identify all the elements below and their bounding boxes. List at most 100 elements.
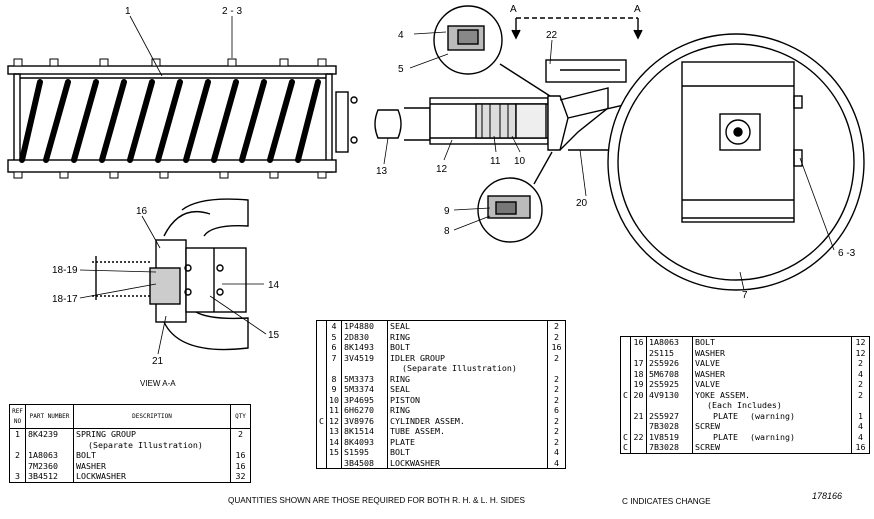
callout-4: 4	[398, 30, 404, 41]
change-cell	[316, 436, 327, 447]
detail-circle-ring	[477, 151, 553, 243]
qty-cell: 2	[554, 321, 559, 332]
ref-cell: 19	[630, 379, 647, 390]
change-cell	[316, 363, 327, 374]
qty-cell: 12	[855, 337, 866, 348]
change-cell	[620, 379, 631, 390]
part-cell: 5M6708	[646, 368, 693, 379]
change-cell	[620, 358, 631, 369]
change-cell	[620, 368, 631, 379]
qty-cell: 6	[554, 405, 559, 416]
leader-lines	[79, 15, 835, 355]
callout-13: 13	[376, 166, 388, 177]
qty-cell: 2	[554, 331, 559, 342]
part-cell: 4V9130	[646, 389, 693, 400]
ref-cell: 8	[326, 373, 342, 384]
part-cell: 3P4695	[341, 394, 388, 405]
callout-8: 8	[444, 226, 450, 237]
change-cell	[620, 336, 631, 348]
callout-20: 20	[576, 198, 588, 209]
part-cell: 2S5925	[646, 379, 693, 390]
table-row: (Each Includes)	[620, 400, 870, 411]
ref-cell: 17	[630, 358, 647, 369]
desc-cell: TUBE ASSEM.	[387, 426, 548, 437]
ref-cell: 2	[9, 450, 26, 461]
ref-cell: 21	[630, 410, 647, 421]
part-cell: 8K1514	[341, 426, 388, 437]
part-cell: 5M3374	[341, 384, 388, 395]
header-desc: DESCRIPTION	[73, 404, 231, 429]
ref-cell: 18	[630, 368, 647, 379]
ref-cell: 20	[630, 389, 647, 400]
part-cell	[25, 439, 74, 450]
desc-cell: SCREW	[692, 442, 852, 453]
change-cell	[620, 400, 631, 411]
quantities-note: QUANTITIES SHOWN ARE THOSE REQUIRED FOR …	[228, 496, 525, 505]
part-cell: 7M2360	[25, 460, 74, 471]
change-cell	[316, 331, 327, 342]
change-cell	[620, 347, 631, 358]
warning-note: (warning)	[749, 410, 795, 421]
part-cell: 1A8063	[646, 336, 693, 348]
desc-cell: RING	[387, 373, 548, 384]
change-cell	[316, 394, 327, 405]
ref-cell: 16	[630, 336, 647, 348]
desc-cell: IDLER GROUP	[387, 352, 548, 363]
callout-7: 7	[742, 290, 748, 301]
detail-circle-seal	[433, 5, 551, 97]
table-row: (Separate Illustration)	[9, 439, 251, 450]
desc-cell: (Separate Illustration)	[387, 363, 548, 374]
qty-cell: 2	[554, 426, 559, 437]
spring-group-drawing	[7, 58, 402, 179]
callout-2-3: 2 - 3	[222, 6, 242, 17]
qty-cell: 2	[554, 384, 559, 395]
qty-cell: 4	[858, 431, 863, 442]
part-cell: 8K4093	[341, 436, 388, 447]
callout-18-17: 18-17	[52, 294, 78, 305]
change-cell: C	[620, 442, 631, 453]
change-cell	[316, 342, 327, 353]
qty-cell: 2	[554, 352, 559, 363]
warning-note: (warning)	[749, 431, 795, 442]
part-cell: 5M3373	[341, 373, 388, 384]
change-cell	[316, 426, 327, 437]
qty-cell: 12	[855, 347, 866, 358]
ref-cell	[630, 400, 647, 411]
ref-cell	[630, 347, 647, 358]
callout-11: 11	[490, 156, 501, 167]
qty-cell	[548, 363, 566, 374]
ref-cell	[326, 363, 342, 374]
desc-cell: BOLT	[73, 450, 231, 461]
part-cell: 7B3028	[646, 421, 693, 432]
desc-cell: WASHER	[692, 368, 852, 379]
qty-cell: 16	[235, 460, 246, 471]
part-cell	[646, 400, 693, 411]
desc-cell: SEAL	[387, 320, 548, 332]
part-cell	[341, 363, 388, 374]
desc-cell: (Separate Illustration)	[73, 439, 231, 450]
qty-cell: 16	[855, 442, 866, 453]
desc-cell: RING	[387, 331, 548, 342]
callout-22: 22	[546, 30, 558, 41]
part-cell: 3B4508	[341, 457, 388, 469]
ref-cell: 4	[326, 320, 342, 332]
part-cell: 6H6270	[341, 405, 388, 416]
callout-10: 10	[514, 156, 526, 167]
ref-cell: 12	[326, 415, 342, 426]
